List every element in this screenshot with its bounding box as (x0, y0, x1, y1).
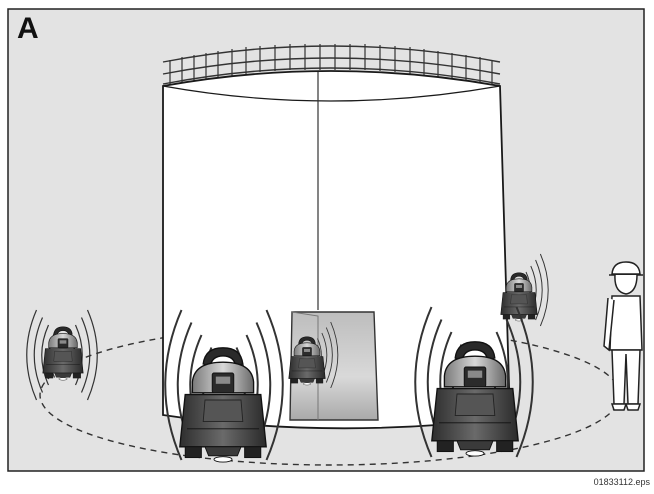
file-reference-label: 01833112.eps (594, 477, 650, 487)
panel-label: A (17, 14, 39, 44)
